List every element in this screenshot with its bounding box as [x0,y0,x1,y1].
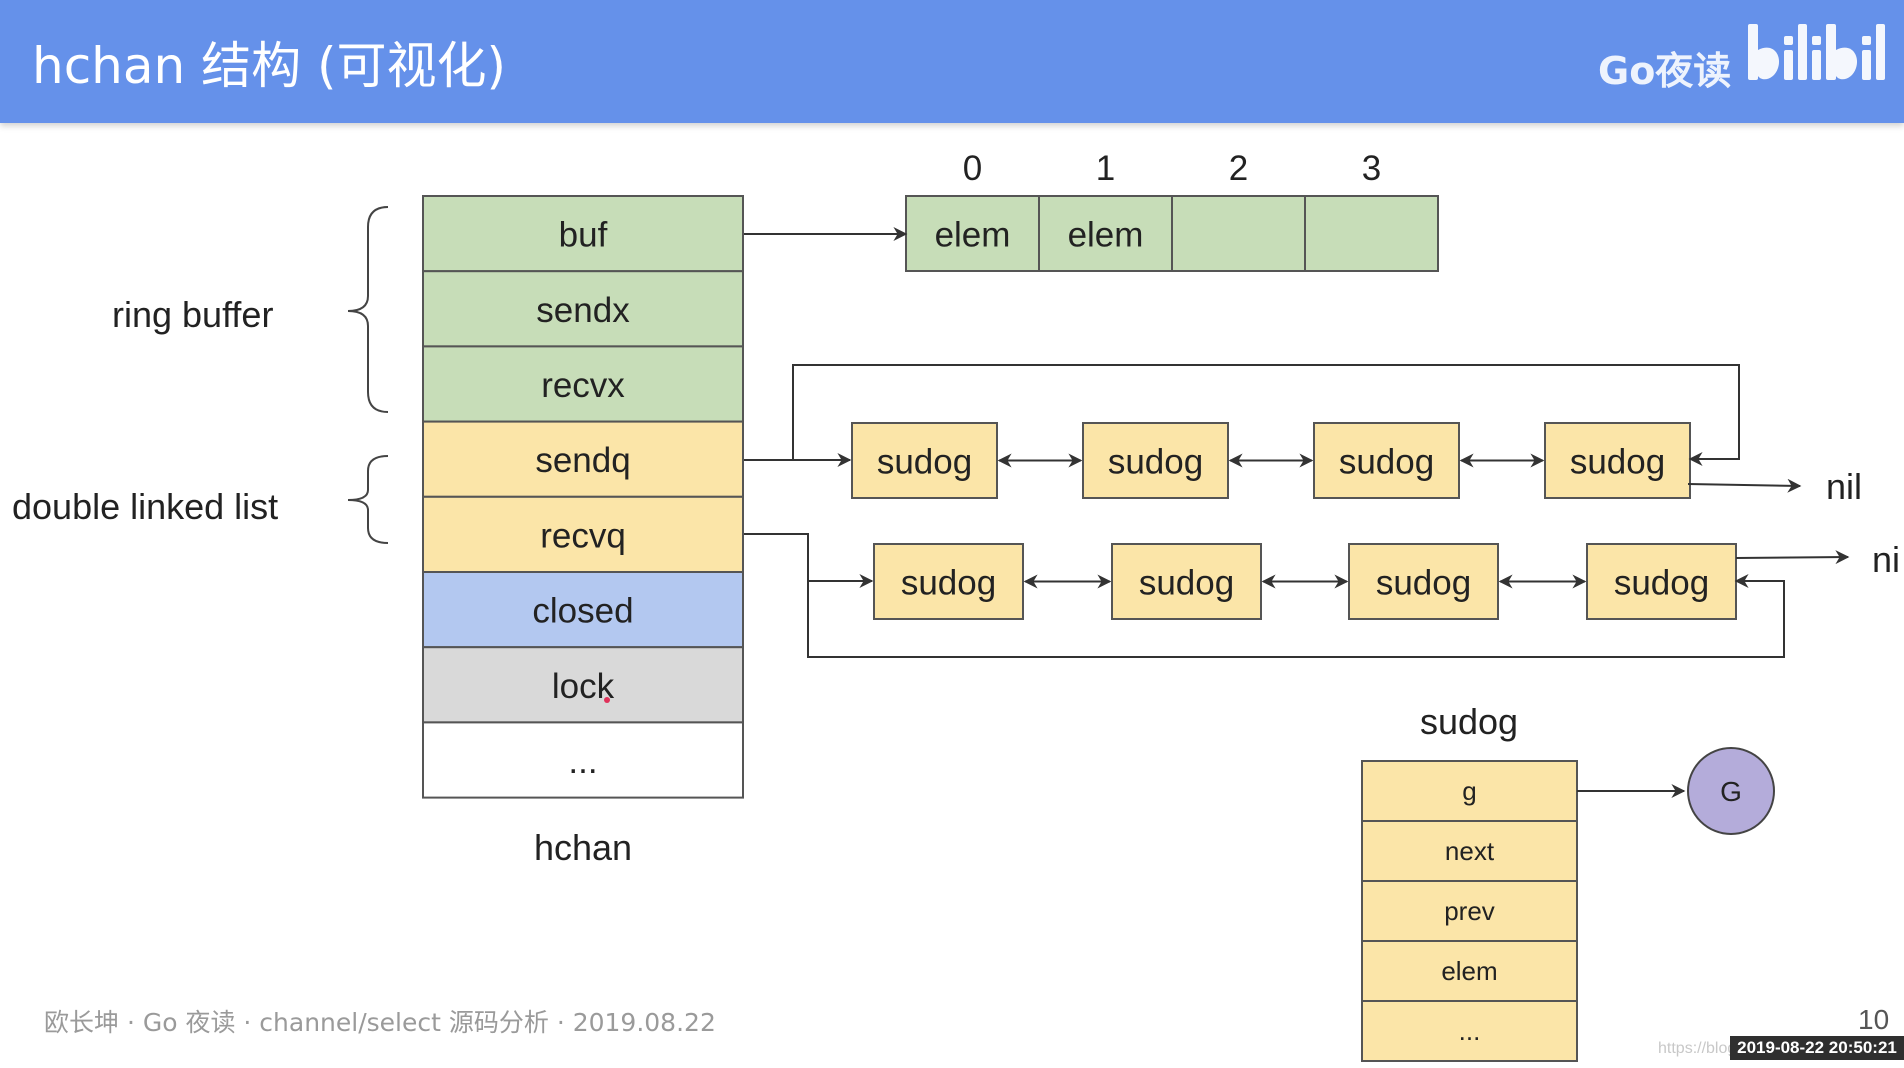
ring-buffer-label: ring buffer [112,294,273,335]
buffer-index-label: 3 [1362,149,1381,188]
video-timestamp: 2019-08-22 20:50:21 [1730,1036,1904,1060]
hchan-field-label: sendx [536,291,630,330]
hchan-field-label: closed [532,592,633,631]
hchan-field-label: buf [559,216,608,255]
recvq-sudog-node-label: sudog [1139,564,1234,603]
sendq-sudog-node-2 [1313,422,1460,499]
sendq-sudog-node-3 [1544,422,1691,499]
ring-buffer-brace [347,206,389,413]
sendq-list: sudog sudog sudog sudog nil [744,364,1862,507]
sudog-field-2 [1361,880,1578,942]
hchan-field-6 [422,646,744,724]
sudog-struct: sudog g next prev elem... [1361,701,1578,1062]
sendq-sudog-node-label: sudog [1570,443,1665,482]
recvq-sudog-node-label: sudog [901,564,996,603]
cursor-dot [604,697,610,703]
buffer-index-label: 1 [1096,149,1115,188]
recvq-sudog-node-label: sudog [1614,564,1709,603]
recvq-nil-label: ni [1872,539,1900,580]
recvq-entry-arrow [744,533,874,588]
sudog-field-label: g [1462,776,1476,806]
sendq-nil-arrow [1687,478,1802,493]
sendq-tail-loop [792,364,1740,466]
hchan-field-0 [422,195,744,273]
hchan-caption: hchan [534,827,632,868]
sendq-sudog-node-label: sudog [877,443,972,482]
sudog-field-label: ... [1459,1016,1481,1046]
double-linked-list-label: double linked list [12,486,278,527]
sudog-field-label: next [1445,836,1495,866]
brand-text: Go夜读 [1598,49,1732,93]
recvq-sudog-node-label: sudog [1376,564,1471,603]
recvq-sudog-node-3 [1586,543,1737,620]
hchan-field-label: recvx [541,366,625,405]
buffer-cell-label: elem [935,216,1011,255]
buffer-index-label: 0 [963,149,982,188]
bilibili-logo-icon [1748,24,1885,80]
buffer-cell-label: elem [1068,216,1144,255]
ring-buffer-array: elem 0 elem 1 2 3 [905,149,1439,272]
sudog-struct-title: sudog [1420,701,1518,742]
hchan-field-5 [422,571,744,649]
sendq-sudog-node-label: sudog [1108,443,1203,482]
recvq-list: sudog sudog sudog sudog ni [744,533,1900,658]
buffer-cell-3 [1304,195,1439,272]
slide-title: hchan 结构 (可视化) [32,37,506,95]
sudog-field-1 [1361,820,1578,882]
recvq-sudog-node-1 [1111,543,1262,620]
recvq-sudog-node-0 [873,543,1024,620]
goroutine-node: G [1687,747,1775,835]
sudog-field-4 [1361,1000,1578,1062]
sendq-sudog-node-0 [851,422,998,499]
buffer-cell-2 [1171,195,1306,272]
goroutine-label: G [1720,776,1742,807]
recvq-nil-arrow [1735,550,1850,565]
recvq-sudog-node-2 [1348,543,1499,620]
linked-list-brace [347,455,389,544]
footer-credit: 欧长坤 · Go 夜读 · channel/select 源码分析 · 2019… [44,1008,716,1037]
hchan-field-label: sendq [535,441,630,480]
hchan-field-label: recvq [540,516,626,555]
page-number: 10 [1858,1004,1890,1035]
sendq-sudog-node-1 [1082,422,1229,499]
sudog-field-label: elem [1441,956,1497,986]
sudog-field-3 [1361,940,1578,1002]
hchan-field-2 [422,345,744,423]
recvq-tail-loop [807,574,1785,658]
hchan-field-3 [422,420,744,498]
hchan-field-1 [422,270,744,348]
sendq-nil-label: nil [1826,466,1862,507]
sendq-sudog-node-label: sudog [1339,443,1434,482]
sudog-field-label: prev [1444,896,1495,926]
buffer-index-label: 2 [1229,149,1248,188]
slide-header: hchan 结构 (可视化) Go夜读 [0,0,1904,123]
hchan-field-label: ... [568,742,597,781]
hchan-field-7 [422,721,744,799]
